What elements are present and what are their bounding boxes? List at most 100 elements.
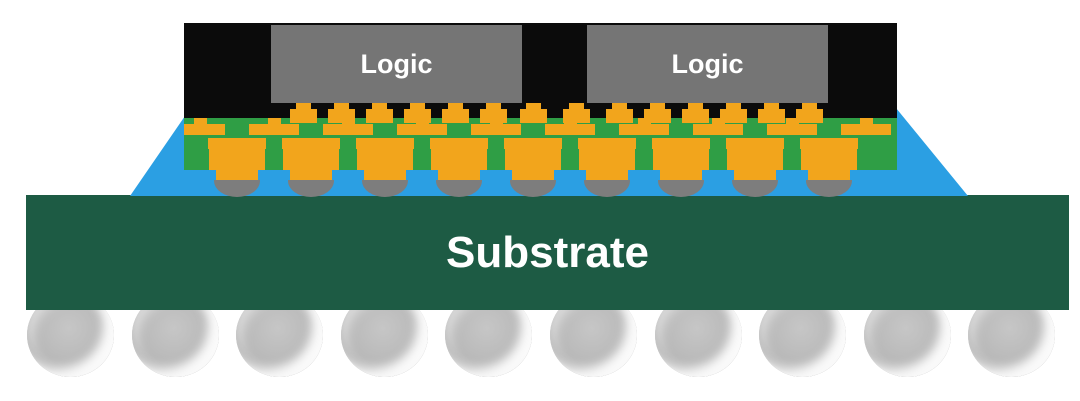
- rdl-trace-bar: [545, 124, 595, 135]
- rdl-via: [563, 118, 577, 128]
- logic-die-1: Logic: [271, 25, 522, 103]
- rdl-trace-bar: [471, 124, 521, 135]
- micro-bump-pad: [441, 109, 469, 123]
- micro-bump-stem: [447, 103, 463, 111]
- micro-bump: [365, 103, 393, 123]
- micro-bump: [403, 103, 431, 123]
- micro-bump: [289, 103, 317, 123]
- underfill-fillet-left: [130, 116, 185, 196]
- micro-bump-stem: [725, 103, 741, 111]
- c4-bump-pad: [727, 148, 783, 170]
- micro-bump-pad: [605, 109, 633, 123]
- rdl-via: [415, 118, 429, 128]
- rdl-via: [341, 118, 355, 128]
- c4-bump: [801, 148, 857, 197]
- c4-bump-solder-cap: [362, 180, 408, 197]
- c4-bump-solder-cap: [732, 180, 778, 197]
- rdl-via: [267, 118, 281, 128]
- c4-bump: [357, 148, 413, 197]
- rdl-trace-bar: [397, 124, 447, 135]
- micro-bump: [441, 103, 469, 123]
- micro-bump: [519, 103, 547, 123]
- micro-bump: [562, 103, 590, 123]
- micro-bump: [643, 103, 671, 123]
- c4-bump-solder-cap: [436, 180, 482, 197]
- c4-bump-solder-cap: [214, 180, 260, 197]
- micro-bump-pad: [327, 109, 355, 123]
- micro-bump-stem: [763, 103, 779, 111]
- c4-bump: [209, 148, 265, 197]
- rdl-trace-column: [504, 138, 562, 149]
- micro-bump: [795, 103, 823, 123]
- micro-bump-pad: [479, 109, 507, 123]
- micro-bump-pad: [719, 109, 747, 123]
- rdl-trace-column: [356, 138, 414, 149]
- micro-bump-pad: [795, 109, 823, 123]
- micro-bump-pad: [519, 109, 547, 123]
- rdl-trace-bar: [841, 124, 891, 135]
- c4-bump: [579, 148, 635, 197]
- rdl-via: [785, 118, 799, 128]
- micro-bump-pad: [365, 109, 393, 123]
- micro-bump-pad: [681, 109, 709, 123]
- micro-bump-stem: [568, 103, 584, 111]
- mold-cap: Logic Logic: [184, 23, 897, 118]
- c4-bump-pad: [505, 148, 561, 170]
- rdl-trace-column: [208, 138, 266, 149]
- micro-bump-stem: [485, 103, 501, 111]
- rdl-trace-column: [652, 138, 710, 149]
- logic-die-1-label: Logic: [360, 48, 433, 79]
- rdl-via: [193, 118, 207, 128]
- micro-bump: [479, 103, 507, 123]
- c4-bump-pad: [357, 148, 413, 170]
- micro-bump-stem: [611, 103, 627, 111]
- c4-bump-pad: [801, 148, 857, 170]
- micro-bump-stem: [801, 103, 817, 111]
- micro-bump-pad: [643, 109, 671, 123]
- rdl-trace-bar: [249, 124, 299, 135]
- rdl-via: [489, 118, 503, 128]
- micro-bump-stem: [295, 103, 311, 111]
- micro-bump-stem: [525, 103, 541, 111]
- micro-bump-pad: [562, 109, 590, 123]
- c4-bump: [653, 148, 709, 197]
- micro-bump-pad: [757, 109, 785, 123]
- rdl-trace-bar: [767, 124, 817, 135]
- logic-die-2-label: Logic: [671, 48, 744, 79]
- c4-bump-solder-cap: [288, 180, 334, 197]
- c4-bump: [727, 148, 783, 197]
- micro-bump: [327, 103, 355, 123]
- c4-bump-pad: [431, 148, 487, 170]
- c4-bump-pad: [283, 148, 339, 170]
- c4-bump-solder-cap: [510, 180, 556, 197]
- rdl-trace-column: [800, 138, 858, 149]
- substrate-label: Substrate: [446, 227, 649, 277]
- rdl-trace-bar: [693, 124, 743, 135]
- micro-bump: [757, 103, 785, 123]
- micro-bump-stem: [333, 103, 349, 111]
- rdl-via: [637, 118, 651, 128]
- micro-bump-pad: [403, 109, 431, 123]
- micro-bump-stem: [687, 103, 703, 111]
- rdl-trace-bar: [184, 124, 225, 135]
- c4-bump-pad: [653, 148, 709, 170]
- c4-bump: [505, 148, 561, 197]
- micro-bump: [719, 103, 747, 123]
- c4-bump: [283, 148, 339, 197]
- rdl-trace-column: [430, 138, 488, 149]
- micro-bump: [605, 103, 633, 123]
- rdl-via: [859, 118, 873, 128]
- micro-bump-stem: [371, 103, 387, 111]
- c4-bump: [431, 148, 487, 197]
- micro-bump-pad: [289, 109, 317, 123]
- c4-bump-solder-cap: [658, 180, 704, 197]
- c4-bump-solder-cap: [806, 180, 852, 197]
- c4-bump-pad: [209, 148, 265, 170]
- micro-bump-stem: [649, 103, 665, 111]
- rdl-trace-bar: [619, 124, 669, 135]
- c4-bump-pad: [579, 148, 635, 170]
- rdl-via: [711, 118, 725, 128]
- micro-bump: [681, 103, 709, 123]
- micro-bump-stem: [409, 103, 425, 111]
